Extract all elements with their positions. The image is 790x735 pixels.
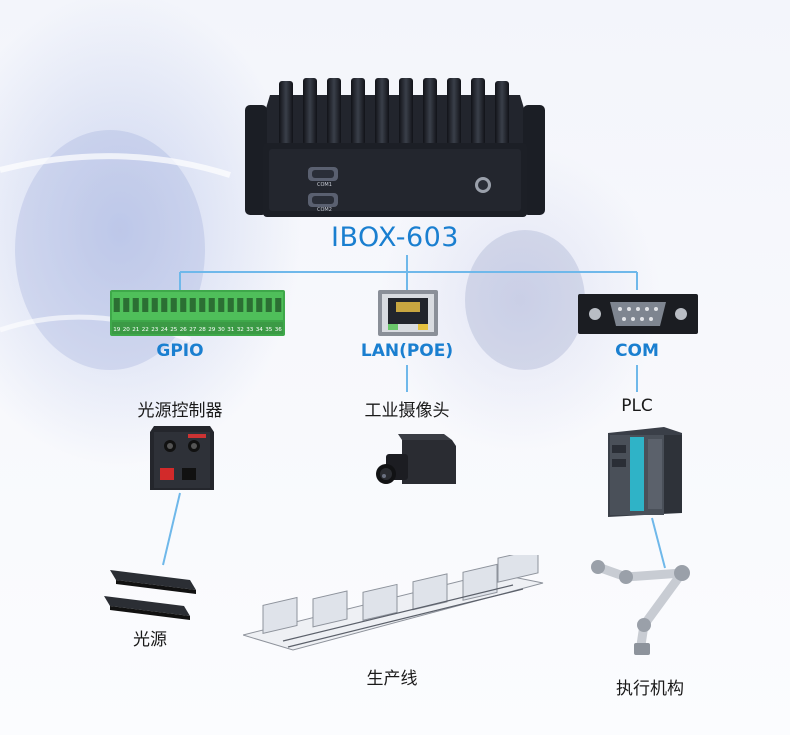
gpio-pin-label: 21 bbox=[132, 327, 140, 333]
port-label-gpio: GPIO bbox=[156, 341, 204, 361]
gpio-pin-label: 31 bbox=[227, 327, 235, 333]
com-port-icon bbox=[578, 294, 698, 334]
gpio-pin-label: 25 bbox=[170, 327, 178, 333]
device-label-plc: PLC bbox=[621, 396, 653, 416]
plc-image bbox=[608, 427, 682, 517]
gpio-terminal-slot bbox=[113, 298, 120, 312]
gpio-pin-label: 29 bbox=[208, 327, 216, 333]
light-source-image bbox=[104, 570, 196, 620]
gpio-terminal-slot bbox=[227, 298, 234, 312]
gpio-pin-label: 28 bbox=[199, 327, 207, 333]
gpio-pin-label: 36 bbox=[275, 327, 283, 333]
gpio-terminal-slot bbox=[142, 298, 149, 312]
gpio-pin-label: 34 bbox=[256, 327, 264, 333]
device-name: IBOX-603 bbox=[331, 222, 459, 253]
industrial-camera-image bbox=[376, 434, 456, 484]
gpio-terminal-slot bbox=[256, 298, 263, 312]
gpio-terminal-slot bbox=[151, 298, 158, 312]
gpio-terminal-slot bbox=[246, 298, 253, 312]
downstream-label-actuator: 执行机构 bbox=[616, 679, 684, 699]
gpio-pin-label: 32 bbox=[237, 327, 244, 333]
gpio-terminal-slot bbox=[189, 298, 196, 312]
port-label-com: COM bbox=[615, 341, 659, 361]
gpio-pin-label: 35 bbox=[265, 327, 273, 333]
com2-port-label: COM2 bbox=[317, 207, 332, 213]
com1-port-label: COM1 bbox=[317, 182, 332, 188]
mini-pc-device bbox=[245, 78, 545, 217]
gpio-terminal-slot bbox=[199, 298, 206, 312]
gpio-terminal-slot bbox=[208, 298, 215, 312]
gpio-terminal-slot bbox=[180, 298, 187, 312]
gpio-terminal-slot bbox=[123, 298, 130, 312]
production-line-image bbox=[243, 555, 544, 651]
gpio-pin-label: 22 bbox=[142, 327, 149, 333]
gpio-terminal-slot bbox=[218, 298, 225, 312]
lan-port-icon bbox=[378, 290, 438, 336]
robot-arm-image bbox=[591, 560, 690, 655]
light-controller-image bbox=[150, 426, 214, 490]
gpio-terminal-slot bbox=[265, 298, 272, 312]
gpio-pin-label: 24 bbox=[161, 327, 169, 333]
gpio-terminal-slot bbox=[161, 298, 168, 312]
gpio-pin-label: 33 bbox=[246, 327, 254, 333]
gpio-pin-label: 19 bbox=[113, 327, 121, 333]
gpio-terminal-slot bbox=[275, 298, 282, 312]
device-label-light-controller: 光源控制器 bbox=[137, 401, 223, 421]
gpio-pin-label: 26 bbox=[180, 327, 188, 333]
gpio-pin-label: 20 bbox=[123, 327, 131, 333]
gpio-pin-label: 27 bbox=[189, 327, 197, 333]
device-label-industrial-camera: 工业摄像头 bbox=[364, 401, 450, 421]
port-label-lan: LAN(POE) bbox=[360, 341, 454, 361]
gpio-pin-label: 30 bbox=[218, 327, 226, 333]
downstream-label-light-source: 光源 bbox=[133, 630, 167, 650]
gpio-terminal-slot bbox=[132, 298, 139, 312]
gpio-pin-label: 23 bbox=[151, 327, 159, 333]
gpio-terminal-block bbox=[110, 290, 285, 336]
gpio-terminal-slot bbox=[237, 298, 244, 312]
gpio-terminal-slot bbox=[170, 298, 177, 312]
downstream-label-production-line: 生产线 bbox=[366, 669, 418, 689]
